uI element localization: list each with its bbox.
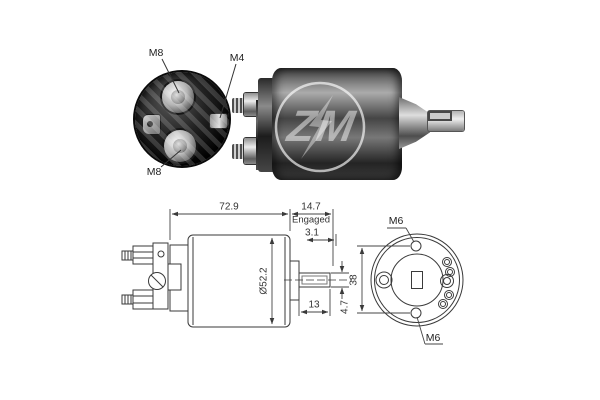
dim-hole-spacing: 38 [348,274,360,286]
dim-plunger-extension: 14.7 [301,201,321,213]
label-m4-side: M4 [229,52,245,64]
dim-engaged-label: Engaged [291,214,331,226]
mounting-bracket [143,115,160,134]
solenoid-cap [258,78,274,172]
dim-body-diameter: Ø52.2 [258,267,270,295]
front-view-photo [135,72,229,166]
terminal-stud-bottom [232,144,245,159]
label-m6-bottom: M6 [425,332,441,344]
dim-rod-length: 13 [308,299,320,311]
dim-travel: 3.1 [305,227,319,239]
zm-watermark-text: ZM [284,102,361,151]
plunger-fork [428,111,464,131]
watermark-stripes [135,72,229,166]
dim-rod-diameter: 4.7 [339,300,351,314]
label-m6-top: M6 [388,215,404,227]
dim-overall-length: 72.9 [219,201,239,213]
label-m8-bottom: M8 [146,166,162,178]
label-m8-top: M8 [148,47,164,59]
plunger-fork-slot [428,111,452,121]
